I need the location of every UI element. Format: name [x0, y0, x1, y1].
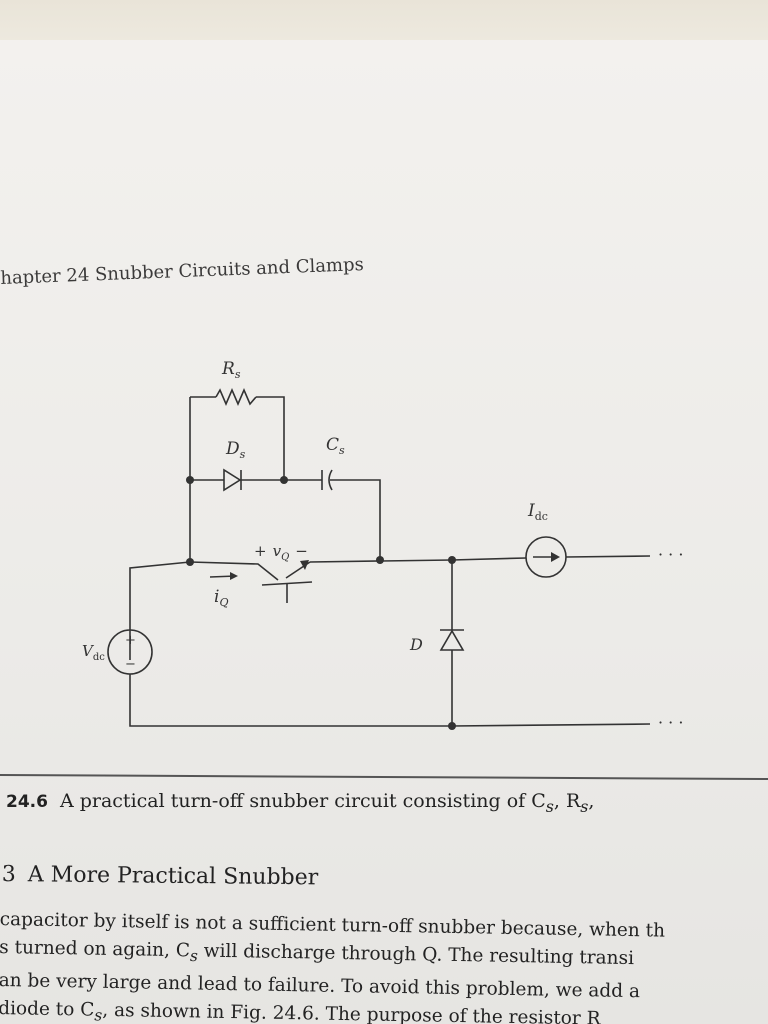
node-dot [280, 476, 288, 484]
figure-caption: 24.6 A practical turn-off snubber circuit… [6, 790, 594, 816]
idc-arrowhead [551, 552, 560, 562]
caption-text: A practical turn-off snubber circuit con… [59, 790, 546, 812]
node-dot [376, 556, 384, 564]
idc-right-wire [565, 555, 651, 558]
rs-right-wire [256, 396, 285, 480]
bottom-return-wire [129, 674, 651, 727]
cs-label: Cs [326, 435, 345, 457]
cs-right-wire [330, 479, 381, 562]
d-diode-triangle [439, 629, 465, 651]
iq-label: iQ [214, 587, 228, 609]
figure-number: 24.6 [6, 792, 48, 812]
vdc-plus-sign: + [125, 633, 136, 648]
ds-label: Ds [225, 439, 246, 461]
vq-label: +vQ− [254, 542, 308, 563]
rs-label: Rs [221, 359, 241, 381]
caption-sub-2: s [580, 796, 589, 816]
node-dot [186, 476, 194, 484]
iq-arrowhead [230, 572, 238, 580]
idc-label: Idc [527, 501, 548, 523]
vdc-minus-sign: − [125, 657, 136, 672]
cs-plate-2 [328, 469, 333, 491]
caption-sub-1: s [545, 796, 554, 816]
d-label: D [409, 635, 423, 654]
section-number: 3 [1, 862, 16, 888]
q-collector-wire [189, 561, 279, 581]
caption-sep: , R [553, 790, 581, 812]
q-base-bar [261, 581, 313, 586]
section-title: A More Practical Snubber [27, 862, 319, 891]
vdc-label: Vdc [82, 642, 105, 663]
ellipsis-top: · · · [658, 545, 683, 564]
section-heading: 3 A More Practical Snubber [2, 862, 319, 890]
snubber-circuit-diagram: Rs Ds Cs Idc +vQ− iQ Vdc + − D · · · · ·… [82, 359, 683, 732]
body-paragraph: capacitor by itself is not a sufficient … [0, 906, 768, 1024]
q-emitter-arrowhead [300, 560, 309, 570]
node-dot [448, 556, 456, 564]
node-dot [448, 722, 456, 730]
rs-resistor [215, 387, 257, 407]
ellipsis-bottom: · · · [658, 713, 683, 732]
caption-tail: , [588, 790, 595, 812]
ds-diode-triangle [223, 468, 242, 492]
book-page: hapter 24 Snubber Circuits and Clamps [0, 40, 768, 1024]
node-dot [186, 558, 194, 566]
idc-left-wire [451, 557, 527, 561]
vdc-top-wire [129, 561, 191, 660]
